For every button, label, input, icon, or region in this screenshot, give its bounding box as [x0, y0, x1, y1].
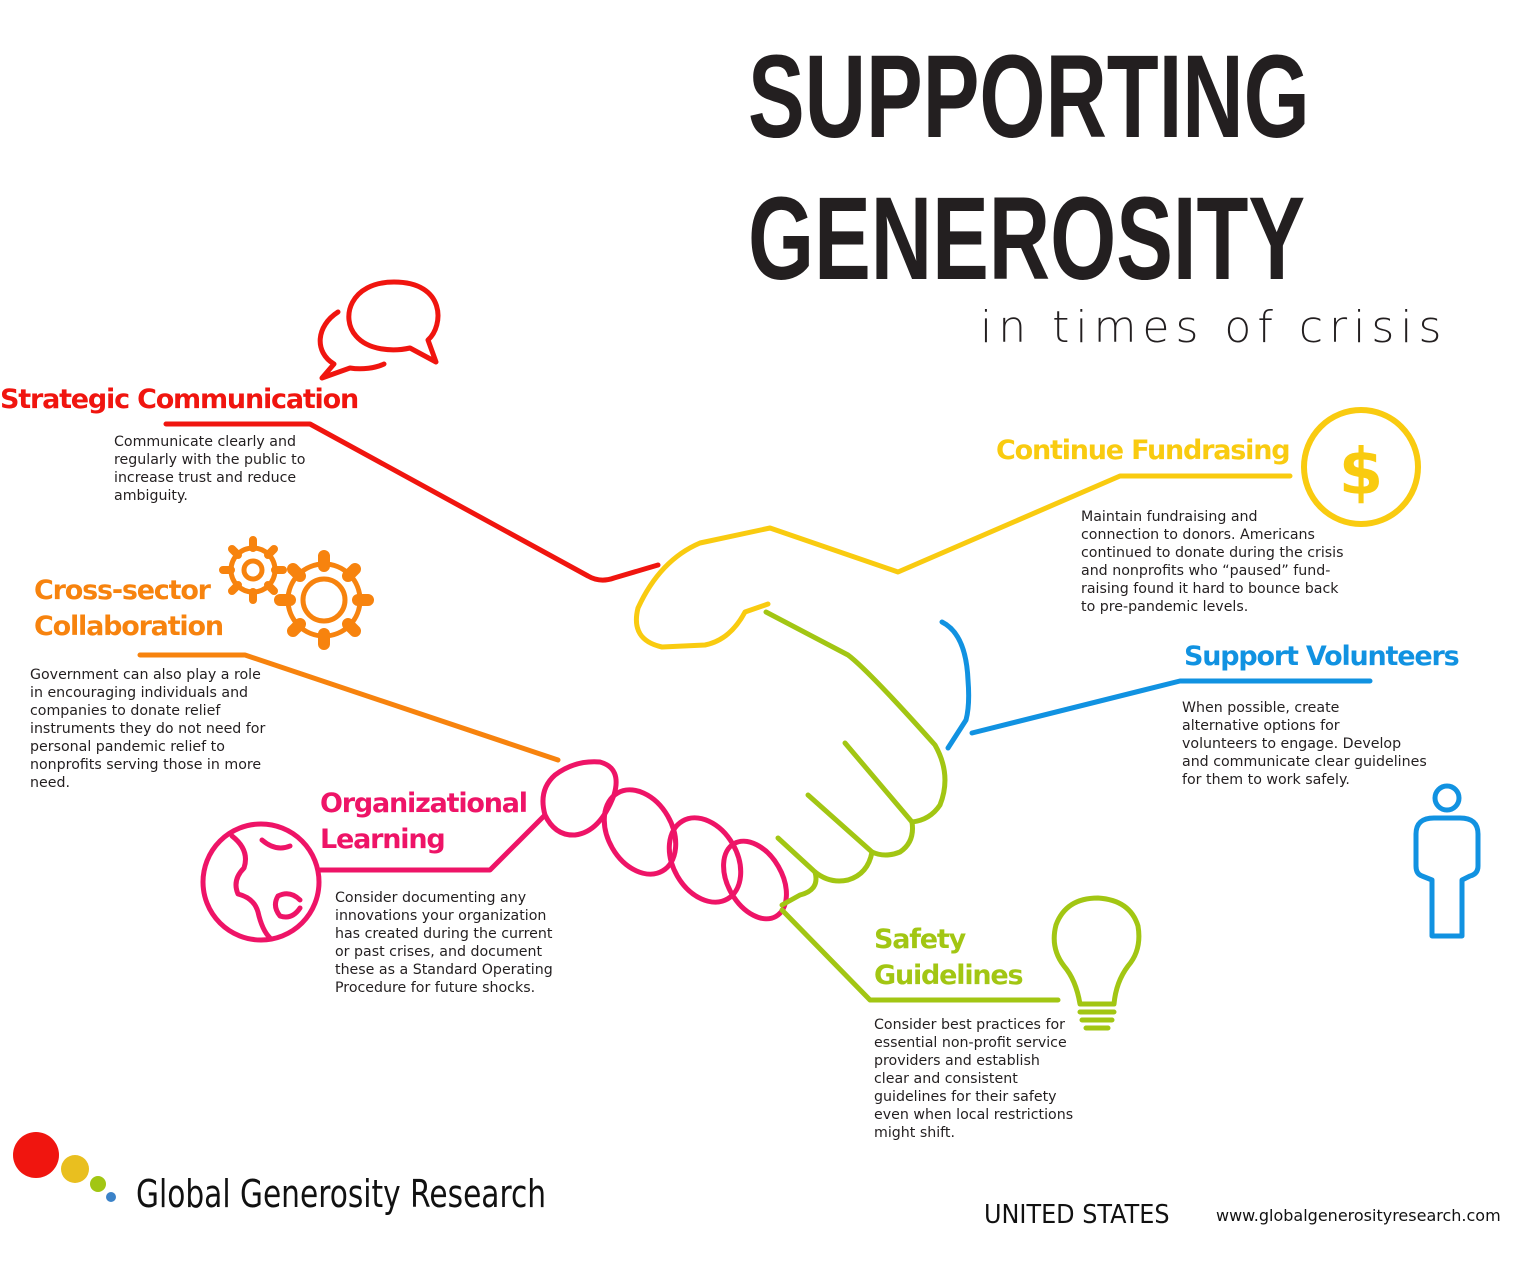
brand-name: Global Generosity Research	[136, 1172, 547, 1216]
page-title-line1: SUPPORTING	[748, 31, 1310, 163]
svg-text:$: $	[1339, 436, 1384, 510]
fingers-pink	[540, 759, 789, 922]
safety-connector-line	[779, 907, 1061, 1003]
page-title-line2: GENEROSITY	[748, 173, 1306, 305]
speech-bubbles-icon	[317, 279, 441, 381]
strategic-body: Communicate clearly and regularly with t…	[114, 434, 306, 504]
gears-icon	[219, 536, 374, 650]
globe-icon	[200, 821, 322, 943]
hand-blue-cuff	[939, 619, 972, 751]
fundraising-body: Maintain fundraising and connection to d…	[1081, 509, 1344, 615]
organizational-heading-1: Organizational	[320, 788, 528, 819]
cross-sector-body: Government can also play a role in encou…	[30, 667, 266, 791]
hand-green	[763, 609, 948, 908]
strategic-connector-line	[163, 421, 661, 583]
page-subtitle: in times of crisis	[980, 302, 1448, 353]
organizational-connector-line	[317, 812, 548, 873]
organizational-heading-2: Learning	[320, 824, 446, 855]
organizational-body: Consider documenting any innovations you…	[335, 890, 553, 996]
cross-sector-heading-2: Collaboration	[34, 611, 224, 642]
fundraising-heading: Continue Fundrasing	[996, 435, 1291, 466]
brand-logo-dots	[13, 1132, 116, 1202]
person-icon	[1413, 783, 1481, 939]
strategic-heading: Strategic Communication	[0, 384, 359, 415]
dollar-icon: $	[1301, 407, 1421, 527]
cross-sector-heading-1: Cross-sector	[34, 575, 211, 606]
safety-heading-2: Guidelines	[874, 960, 1024, 991]
volunteers-body: When possible, create alternative option…	[1182, 700, 1427, 788]
safety-body: Consider best practices for essential no…	[874, 1017, 1074, 1141]
lightbulb-icon	[1051, 895, 1142, 1031]
volunteers-connector-line	[969, 678, 1373, 736]
website-link[interactable]: www.globalgenerosityresearch.com	[1216, 1206, 1501, 1225]
safety-heading-1: Safety	[874, 924, 966, 955]
country-label: UNITED STATES	[984, 1200, 1170, 1230]
fundraising-connector-line	[634, 473, 1293, 650]
volunteers-heading: Support Volunteers	[1184, 641, 1460, 672]
cross-sector-connector-line	[137, 652, 561, 763]
